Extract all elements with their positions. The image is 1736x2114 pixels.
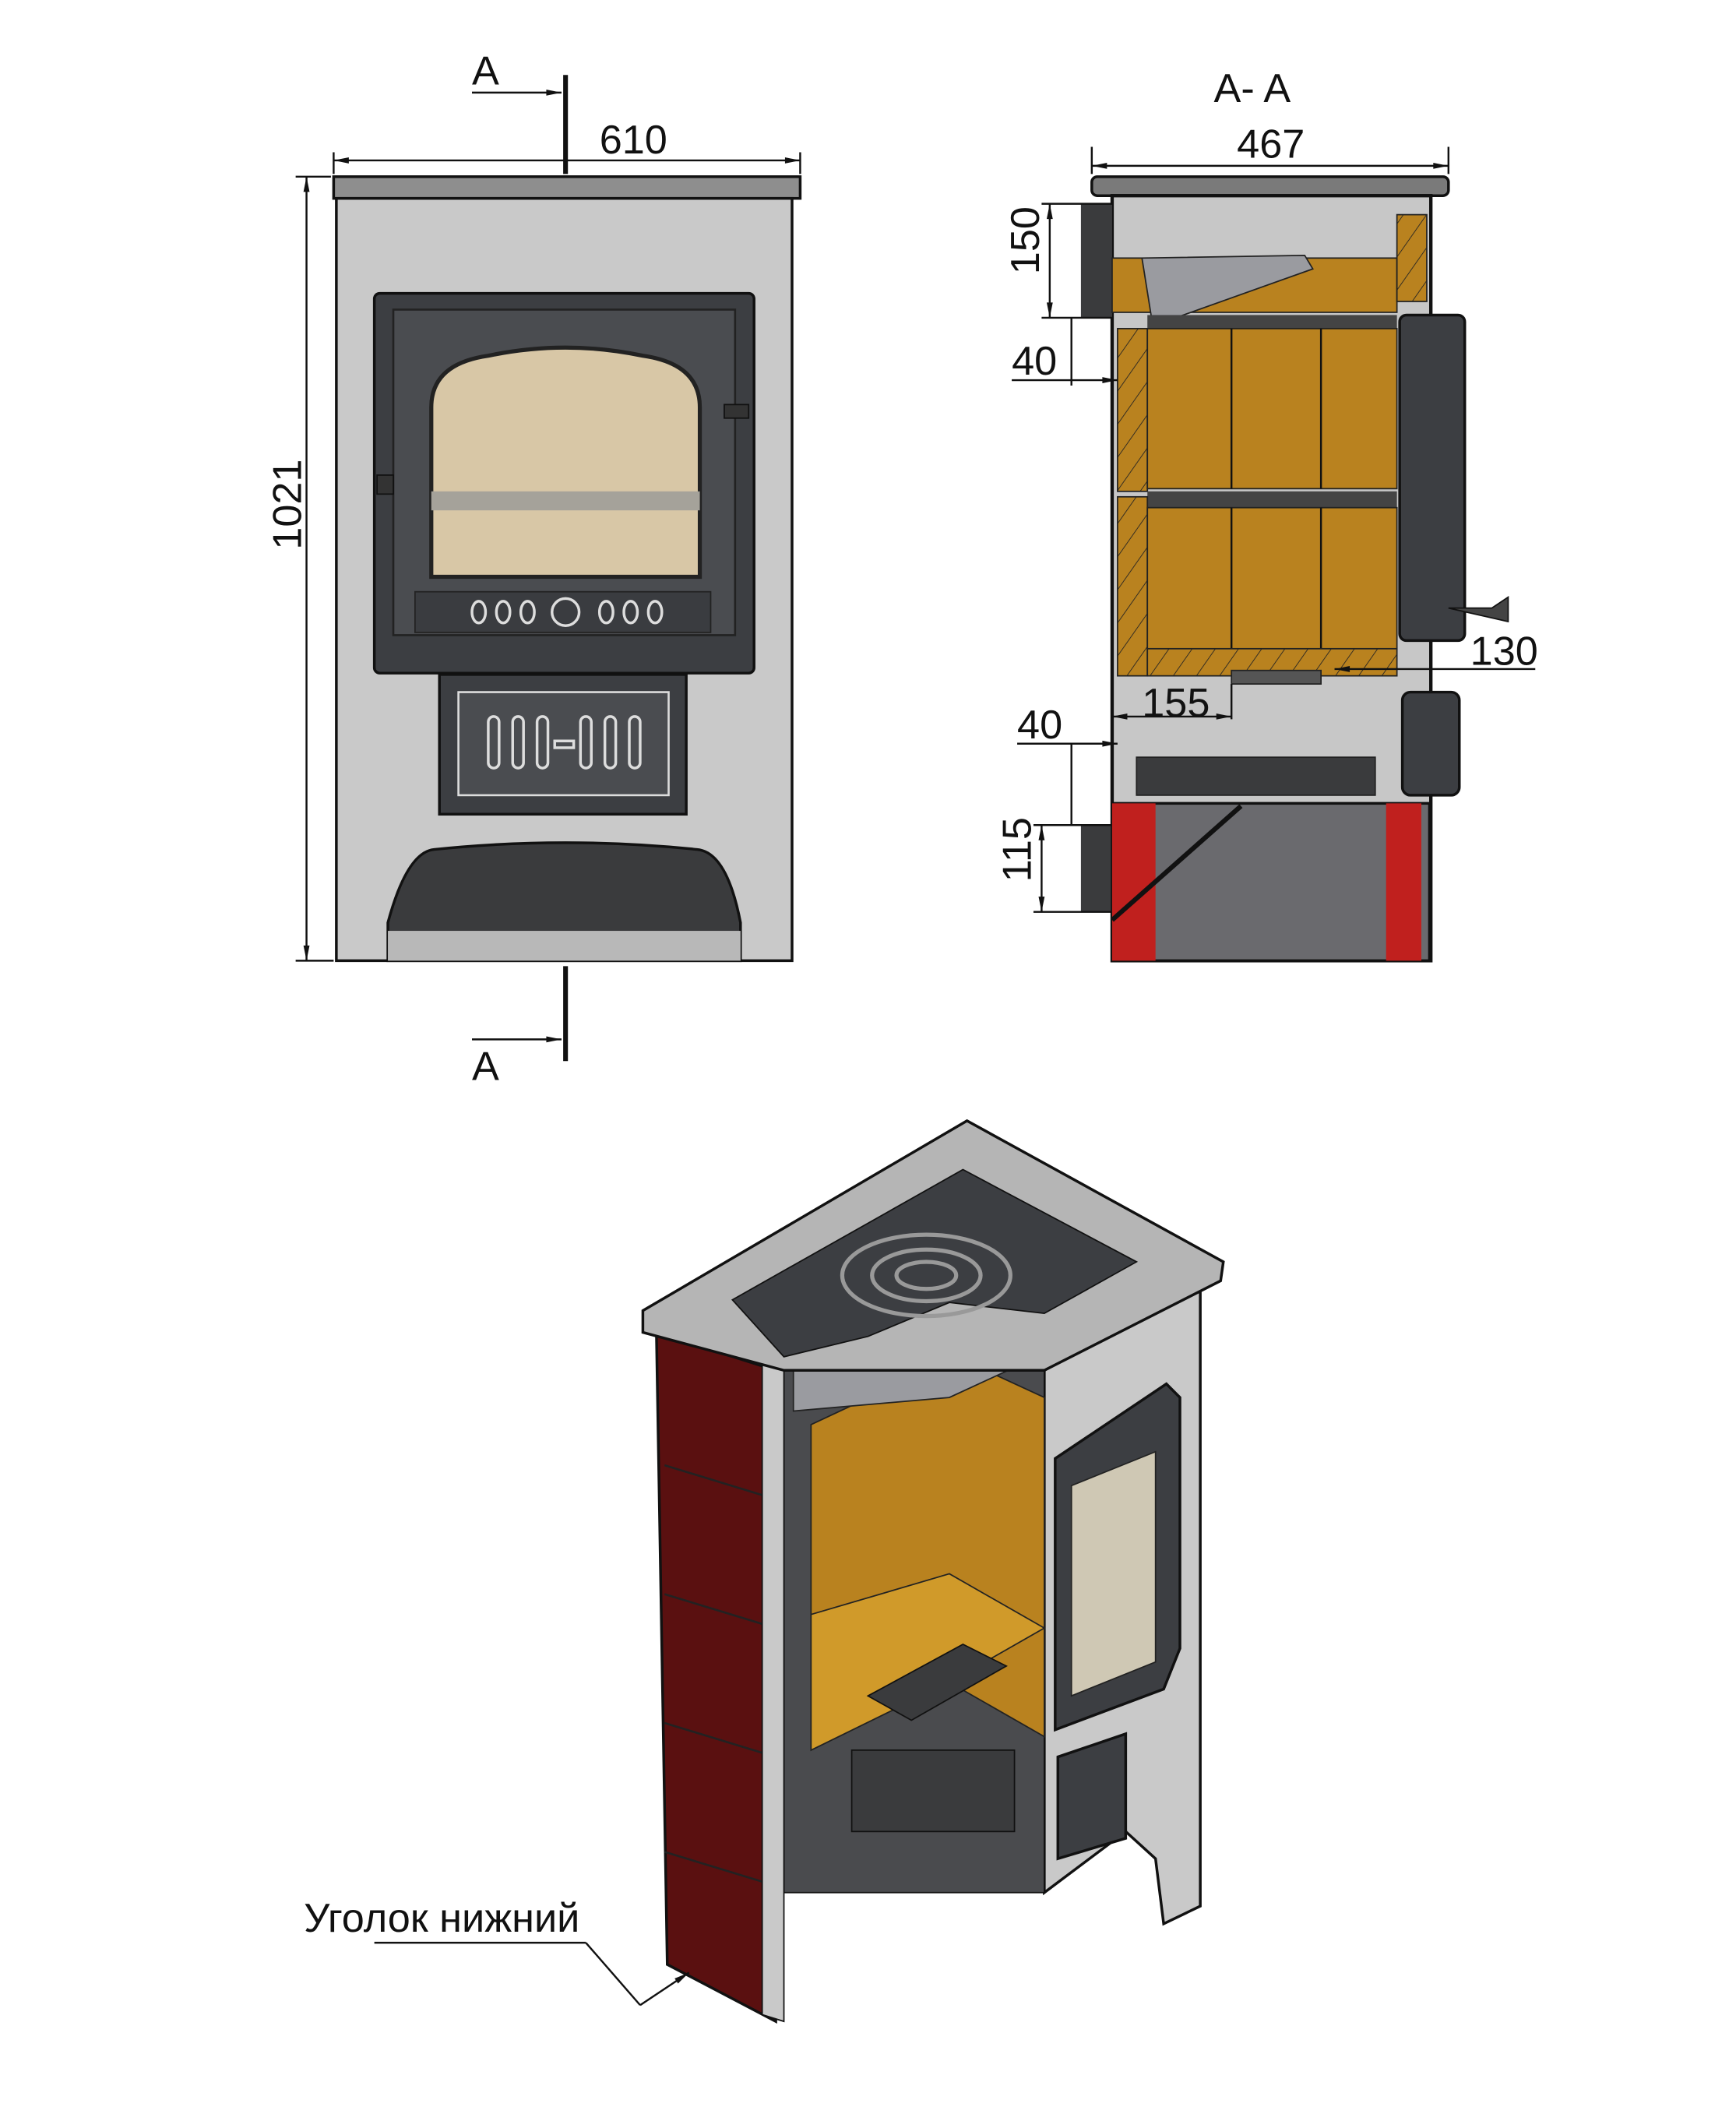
- front-view: A A 610 1021: [266, 48, 802, 1090]
- dim-top-outlet: 150: [1003, 206, 1048, 274]
- dim-upper-offset: 40: [1012, 339, 1057, 384]
- ash-door-section: [1400, 690, 1461, 797]
- section-title: A- A: [1214, 66, 1291, 111]
- dim-grate-offset: 155: [1142, 681, 1210, 726]
- dim-door-depth: 130: [1470, 629, 1538, 675]
- dim-lower-offset: 40: [1017, 703, 1062, 748]
- section-width-dimension: 467: [1237, 122, 1305, 167]
- grate: [866, 1644, 1008, 1721]
- red-tile-left: [1111, 803, 1156, 961]
- ash-door: [438, 673, 688, 816]
- section-mark-top: A: [472, 48, 499, 93]
- isometric-view: Уголок нижний: [304, 1119, 1225, 2024]
- fire-door-section: [1398, 313, 1467, 643]
- callout-label: Уголок нижний: [304, 1896, 579, 1941]
- top-plate: [332, 175, 802, 200]
- width-dimension: 610: [600, 118, 667, 163]
- fire-door: [372, 291, 755, 675]
- tile-face: [655, 1330, 777, 2024]
- red-tile-right: [1386, 803, 1421, 961]
- section-mark-bottom: A: [472, 1045, 499, 1090]
- air-vents: [470, 597, 664, 627]
- top-outlet: [1080, 203, 1112, 318]
- door-glass: [429, 345, 702, 580]
- bottom-outlet: [1080, 825, 1112, 912]
- door-handle: [724, 403, 750, 419]
- iso-ash-door: [1056, 1732, 1128, 1861]
- height-dimension: 1021: [266, 460, 311, 550]
- section-view: A- A 467 150: [995, 66, 1538, 963]
- dim-bottom-outlet: 115: [995, 817, 1040, 882]
